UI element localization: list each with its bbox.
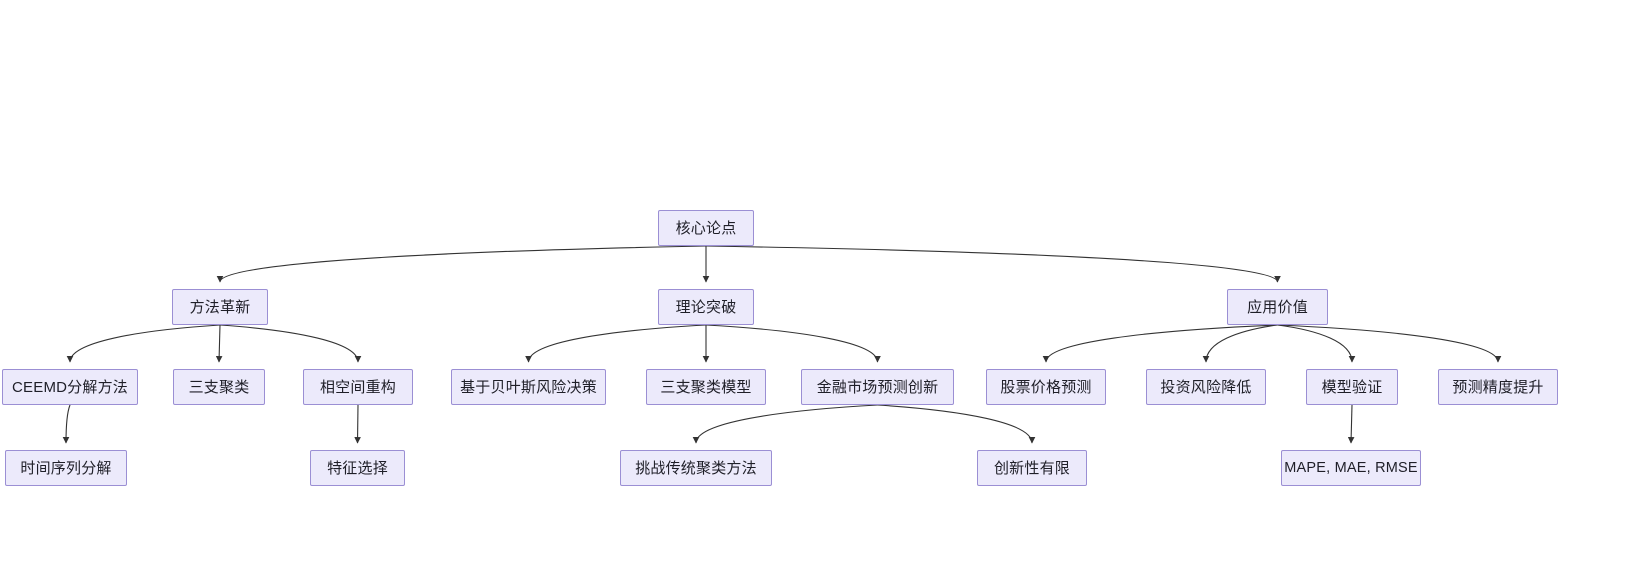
edge-l1a-to-l2a1 (66, 324, 221, 363)
node-label: 投资风险降低 (1160, 378, 1252, 396)
node-label: 创新性有限 (993, 459, 1070, 477)
node-l2b1[interactable]: 基于贝叶斯风险决策 (451, 369, 606, 405)
node-label: 核心论点 (675, 219, 737, 237)
node-l1a[interactable]: 方法革新 (172, 289, 268, 325)
node-l1c[interactable]: 应用价值 (1227, 289, 1328, 325)
edge-l1a-to-l2a2 (215, 324, 223, 363)
node-label: 股票价格预测 (1000, 378, 1092, 396)
edge-l1c-to-l2c3 (1277, 324, 1356, 363)
edge-l2a3-to-l3a3 (354, 404, 361, 444)
node-label: 相空间重构 (319, 378, 396, 396)
node-l3b2[interactable]: 创新性有限 (977, 450, 1087, 486)
node-label: 时间序列分解 (20, 459, 112, 477)
node-l2c1[interactable]: 股票价格预测 (986, 369, 1106, 405)
node-l3c1[interactable]: MAPE, MAE, RMSE (1281, 450, 1421, 486)
edge-l1b-to-l2b1 (525, 324, 707, 363)
node-l3a3[interactable]: 特征选择 (310, 450, 405, 486)
node-label: 三支聚类 (188, 378, 250, 396)
edge-root-to-l1a (216, 245, 707, 283)
edge-root-to-l1c (705, 245, 1281, 283)
edge-l2a1-to-l3a1 (62, 404, 71, 444)
node-label: MAPE, MAE, RMSE (1284, 459, 1418, 476)
node-l1b[interactable]: 理论突破 (658, 289, 754, 325)
node-label: 预测精度提升 (1452, 378, 1544, 396)
edges-group (62, 245, 1502, 444)
edge-l1c-to-l2c4 (1277, 324, 1502, 363)
node-label: 应用价值 (1247, 298, 1308, 316)
edge-l1c-to-l2c2 (1202, 324, 1278, 363)
node-l2b2[interactable]: 三支聚类模型 (646, 369, 766, 405)
node-label: 模型验证 (1321, 378, 1383, 396)
node-l2c3[interactable]: 模型验证 (1306, 369, 1398, 405)
edge-l1c-to-l2c1 (1042, 324, 1278, 363)
node-label: 方法革新 (189, 298, 251, 316)
edge-l2b3-to-l3b1 (692, 404, 878, 444)
node-l3b1[interactable]: 挑战传统聚类方法 (620, 450, 772, 486)
node-l2a2[interactable]: 三支聚类 (173, 369, 265, 405)
node-label: 挑战传统聚类方法 (635, 459, 757, 477)
node-label: 基于贝叶斯风险决策 (460, 378, 597, 396)
node-label: 理论突破 (675, 298, 737, 316)
node-root[interactable]: 核心论点 (658, 210, 754, 246)
node-l2a1[interactable]: CEEMD分解方法 (2, 369, 138, 405)
edge-l2c3-to-l3c1 (1347, 404, 1355, 444)
edge-l1a-to-l2a3 (219, 324, 362, 363)
edge-l2b3-to-l3b2 (877, 404, 1036, 444)
node-l2b3[interactable]: 金融市场预测创新 (801, 369, 954, 405)
node-label: 三支聚类模型 (660, 378, 752, 396)
node-label: 特征选择 (327, 459, 388, 477)
node-label: CEEMD分解方法 (12, 378, 128, 396)
node-l2c4[interactable]: 预测精度提升 (1438, 369, 1558, 405)
edge-l1b-to-l2b3 (705, 324, 881, 363)
node-l2c2[interactable]: 投资风险降低 (1146, 369, 1266, 405)
node-l2a3[interactable]: 相空间重构 (303, 369, 413, 405)
node-l3a1[interactable]: 时间序列分解 (5, 450, 127, 486)
node-label: 金融市场预测创新 (816, 378, 939, 396)
